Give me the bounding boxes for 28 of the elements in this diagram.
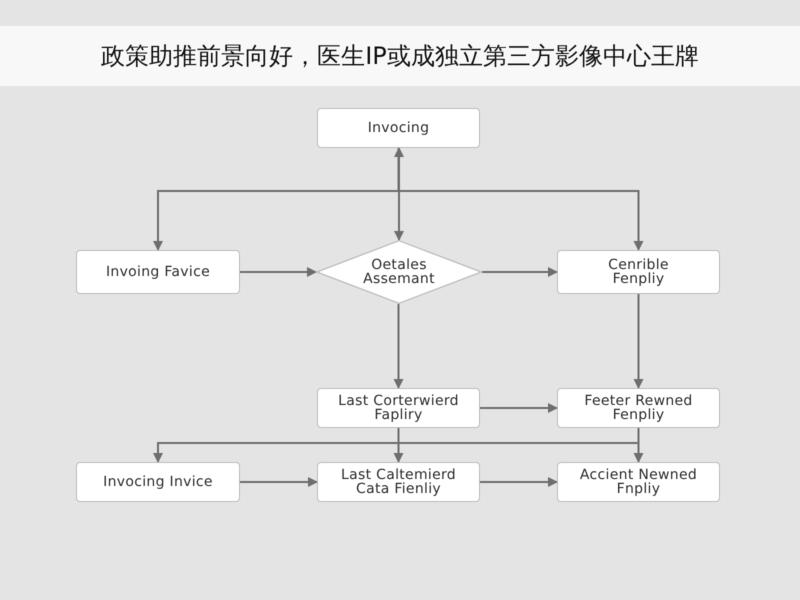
arrow xyxy=(480,403,558,413)
box-label: Feeter Rewned Fenpliy xyxy=(583,394,694,422)
process-box xyxy=(317,388,480,428)
process-box xyxy=(317,462,480,502)
box-label: Last Corterwierd Fapliry xyxy=(337,394,460,422)
box-label: Invocing Invice xyxy=(103,475,213,489)
process-box xyxy=(557,462,720,502)
box-label: Accient Newned Fnpliy xyxy=(578,468,698,496)
arrow xyxy=(480,477,558,487)
process-box xyxy=(557,388,720,428)
process-box xyxy=(557,250,720,294)
process-box xyxy=(317,108,480,148)
arrow xyxy=(240,267,317,277)
title-banner: 政策助推前景向好，医生IP或成独立第三方影像中心王牌 xyxy=(0,26,800,86)
box-label: Last Caltemierd Cata Fienliy xyxy=(340,468,457,496)
arrow xyxy=(634,294,644,389)
arrow xyxy=(394,428,404,463)
decision-diamond xyxy=(316,240,482,304)
box-label: Cenrible Fenpliy xyxy=(607,258,670,286)
arrow xyxy=(482,267,558,277)
arrow xyxy=(394,147,404,241)
arrow xyxy=(240,477,318,487)
box-label: Invocing xyxy=(368,121,430,135)
box-label: Oetales Assemant xyxy=(362,258,436,286)
arrow xyxy=(394,304,404,389)
box-label: Invoing Favice xyxy=(106,265,210,279)
process-box xyxy=(76,462,240,502)
process-box xyxy=(76,250,240,294)
